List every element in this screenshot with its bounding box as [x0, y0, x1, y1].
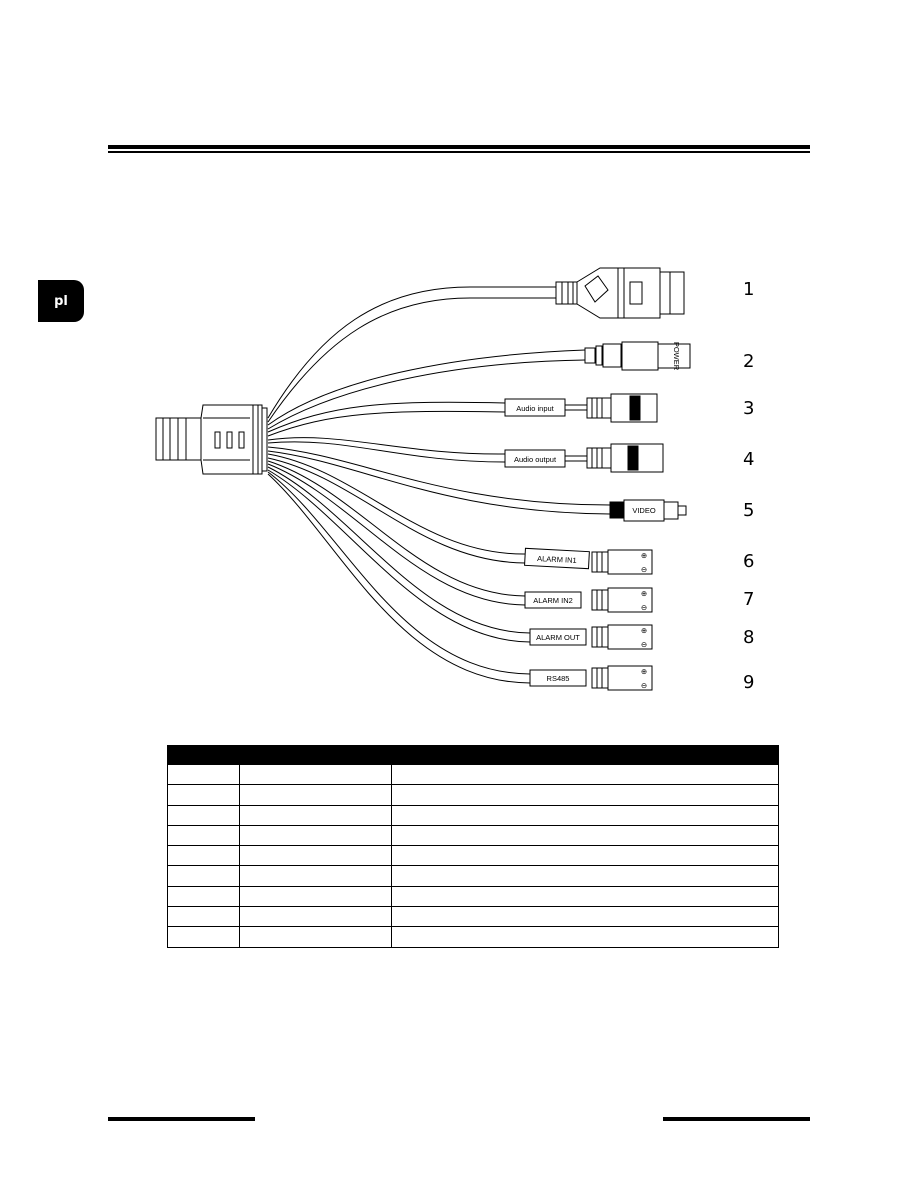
- table-row: [167, 865, 779, 887]
- table-cell: [391, 906, 779, 928]
- language-tab-label: pl: [54, 293, 68, 309]
- connector-1-network: [555, 267, 685, 319]
- table-cell: [391, 865, 779, 887]
- label-audio-output: Audio output: [514, 455, 557, 464]
- table-cell: [167, 885, 240, 908]
- table-cell: [167, 804, 240, 826]
- table-cell: [239, 784, 392, 806]
- label-power: POWER: [672, 342, 681, 371]
- connector-4-audio-output: [504, 443, 664, 473]
- callout-3: 3: [743, 398, 754, 419]
- table-cell: [167, 845, 240, 867]
- table-header-cell: [167, 745, 240, 765]
- callout-8: 8: [743, 627, 754, 648]
- terminal-9-minus: ⊖: [641, 681, 647, 690]
- table-cell: [391, 885, 779, 908]
- table-row: [167, 763, 779, 786]
- main-connector: [155, 404, 268, 475]
- table-cell: [167, 926, 240, 948]
- callout-1: 1: [743, 279, 754, 300]
- table-cell: [239, 865, 392, 887]
- footer-rule-left: [108, 1117, 255, 1121]
- table-row: [167, 784, 779, 806]
- table-cell: [167, 824, 240, 847]
- header-rule-thick: [108, 145, 810, 149]
- callout-7: 7: [743, 589, 754, 610]
- label-alarm-in1: ALARM IN1: [537, 554, 577, 565]
- callout-9: 9: [743, 672, 754, 693]
- callout-4: 4: [743, 449, 754, 470]
- table-header-cell: [391, 745, 779, 765]
- table-cell: [167, 784, 240, 806]
- label-video: VIDEO: [632, 506, 656, 515]
- footer-rule-right: [663, 1117, 810, 1121]
- terminal-8-minus: ⊖: [641, 640, 647, 649]
- callout-2: 2: [743, 351, 754, 372]
- table-cell: [391, 824, 779, 847]
- terminal-9-plus: ⊕: [641, 667, 647, 676]
- label-alarm-in2: ALARM IN2: [533, 596, 573, 605]
- terminal-6-plus: ⊕: [641, 551, 647, 560]
- table-cell: [391, 804, 779, 826]
- table-row: [167, 845, 779, 867]
- table-cell: [239, 845, 392, 867]
- connector-2-power: [584, 341, 691, 371]
- table-cell: [167, 906, 240, 928]
- table-row: [167, 906, 779, 928]
- table-row: [167, 926, 779, 948]
- connector-6-alarm-in1: [524, 547, 653, 575]
- cable-bundle: [267, 286, 611, 684]
- terminal-8-plus: ⊕: [641, 626, 647, 635]
- language-tab: pl: [38, 280, 84, 322]
- callout-5: 5: [743, 500, 754, 521]
- connector-9-rs485: [529, 665, 653, 691]
- terminal-7-minus: ⊖: [641, 603, 647, 612]
- connector-8-alarm-out: [529, 624, 653, 650]
- table-cell: [167, 763, 240, 786]
- table-cell: [391, 926, 779, 948]
- table-cell: [239, 804, 392, 826]
- table-cell: [239, 926, 392, 948]
- table-cell: [167, 865, 240, 887]
- header-rule-thin: [108, 151, 810, 153]
- table-header-cell: [239, 745, 392, 765]
- terminal-6-minus: ⊖: [641, 565, 647, 574]
- table-row: [167, 824, 779, 847]
- table-row: [167, 885, 779, 908]
- callout-6: 6: [743, 551, 754, 572]
- table-cell: [239, 906, 392, 928]
- label-audio-input: Audio input: [516, 404, 554, 413]
- connector-7-alarm-in2: [524, 587, 653, 613]
- table-cell: [239, 824, 392, 847]
- table-row: [167, 804, 779, 826]
- terminal-7-plus: ⊕: [641, 589, 647, 598]
- table-cell: [391, 784, 779, 806]
- table-header-row: [167, 745, 779, 765]
- connector-5-video: [609, 499, 687, 522]
- label-rs485: RS485: [547, 674, 570, 683]
- table-cell: [391, 845, 779, 867]
- table-cell: [239, 885, 392, 908]
- ports-table: [167, 745, 779, 948]
- table-cell: [239, 763, 392, 786]
- table-cell: [391, 763, 779, 786]
- cable-diagram: POWER Audio input Audio output VIDEO ALA…: [155, 267, 754, 693]
- connector-3-audio-input: [504, 393, 658, 423]
- label-alarm-out: ALARM OUT: [536, 633, 580, 642]
